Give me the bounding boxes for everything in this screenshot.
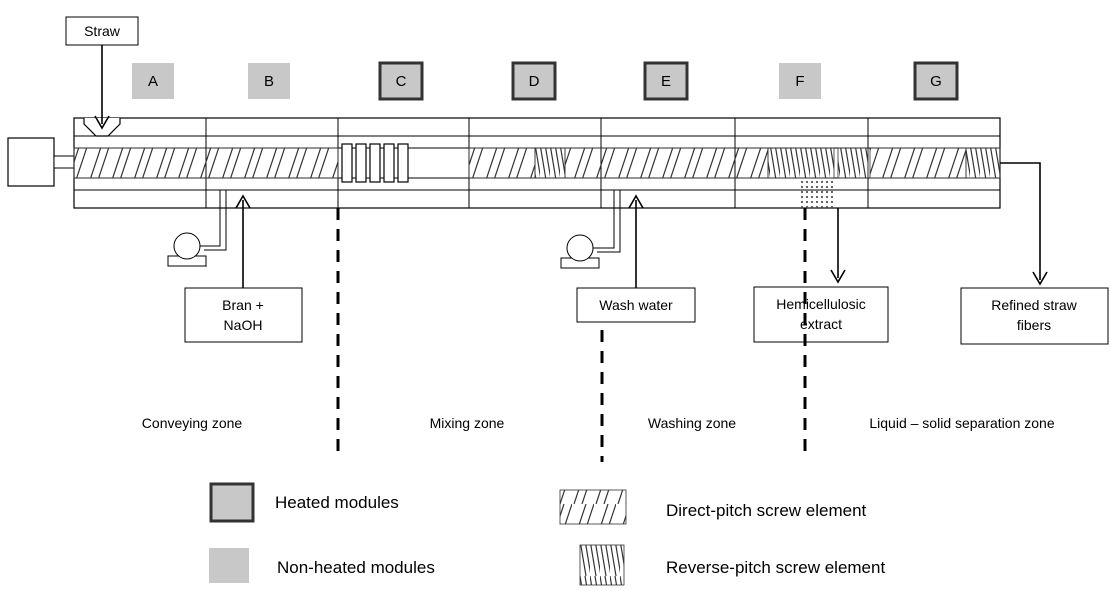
kneading-block-2 bbox=[355, 143, 367, 183]
legend-non-heated-swatch bbox=[209, 548, 249, 583]
zone-label-conveying: Conveying zone bbox=[142, 415, 243, 431]
hemicellulosic-box bbox=[753, 286, 889, 343]
module-label: C bbox=[396, 73, 407, 90]
bran-label-line2: NaOH bbox=[224, 317, 263, 333]
refined-arrow bbox=[1000, 162, 1041, 280]
module-label: A bbox=[148, 73, 158, 90]
module-a: A bbox=[132, 63, 174, 99]
refined-label-line2: fibers bbox=[1017, 317, 1051, 333]
straw-arrow-head bbox=[94, 115, 110, 130]
hemicellulosic-label-line1: Hemicellulosic bbox=[776, 296, 865, 312]
legend-reverse-swatch bbox=[579, 544, 625, 586]
zone-label-mixing: Mixing zone bbox=[430, 415, 505, 431]
straw-label: Straw bbox=[84, 23, 121, 39]
module-label: B bbox=[264, 73, 274, 90]
wash-water-box bbox=[576, 287, 696, 323]
screw-shaft bbox=[73, 143, 1001, 183]
legend-direct-swatch bbox=[559, 489, 627, 525]
module-label: F bbox=[795, 73, 804, 90]
legend: Heated modules Non-heated modules Direct… bbox=[209, 482, 885, 586]
wash-water-arrow-head bbox=[628, 194, 644, 209]
hemicellulosic-arrow-head bbox=[830, 269, 846, 284]
kneading-block-5 bbox=[397, 143, 409, 183]
pump-2 bbox=[560, 190, 621, 269]
direct-pitch-screw-3 bbox=[564, 147, 769, 179]
reverse-pitch-screw-2 bbox=[767, 147, 835, 179]
legend-heated-label: Heated modules bbox=[275, 493, 399, 512]
zone-label-washing: Washing zone bbox=[648, 415, 736, 431]
refined-fibers-box bbox=[960, 287, 1109, 345]
direct-pitch-screw-2 bbox=[468, 147, 536, 179]
legend-heated-swatch bbox=[209, 482, 255, 523]
straw-box bbox=[65, 16, 139, 46]
pump-1 bbox=[167, 190, 227, 268]
reverse-pitch-screw-1 bbox=[534, 147, 566, 179]
module-label: G bbox=[930, 73, 942, 90]
module-b: B bbox=[248, 63, 290, 99]
module-e: E bbox=[643, 61, 689, 101]
bran-naoh-box bbox=[184, 287, 303, 343]
kneading-block-3 bbox=[369, 143, 381, 183]
module-g: G bbox=[913, 61, 959, 101]
hemicellulosic-label-line2: extract bbox=[800, 316, 842, 332]
kneading-block-4 bbox=[383, 143, 395, 183]
bran-label-line1: Bran + bbox=[222, 297, 264, 313]
reverse-pitch-screw-4 bbox=[965, 147, 1001, 179]
wash-water-label: Wash water bbox=[599, 297, 673, 313]
direct-pitch-screw-4 bbox=[869, 147, 967, 179]
refined-arrow-head bbox=[1032, 271, 1048, 286]
module-label: E bbox=[661, 73, 671, 90]
module-d: D bbox=[511, 61, 557, 101]
legend-non-heated-label: Non-heated modules bbox=[277, 558, 435, 577]
zone-label-separation: Liquid – solid separation zone bbox=[869, 415, 1054, 431]
legend-direct-label: Direct-pitch screw element bbox=[666, 501, 867, 520]
refined-label-line1: Refined straw bbox=[991, 297, 1077, 313]
kneading-block-1 bbox=[341, 143, 353, 183]
module-c: C bbox=[378, 61, 424, 101]
module-label: D bbox=[529, 73, 540, 90]
bran-arrow-head bbox=[235, 194, 251, 209]
filter-screen bbox=[798, 180, 834, 208]
module-f: F bbox=[779, 63, 821, 99]
direct-pitch-screw-1 bbox=[73, 147, 339, 179]
motor-box bbox=[7, 137, 55, 187]
reverse-pitch-screw-3 bbox=[837, 147, 869, 179]
motor-shaft bbox=[53, 155, 75, 169]
legend-reverse-label: Reverse-pitch screw element bbox=[666, 558, 885, 577]
